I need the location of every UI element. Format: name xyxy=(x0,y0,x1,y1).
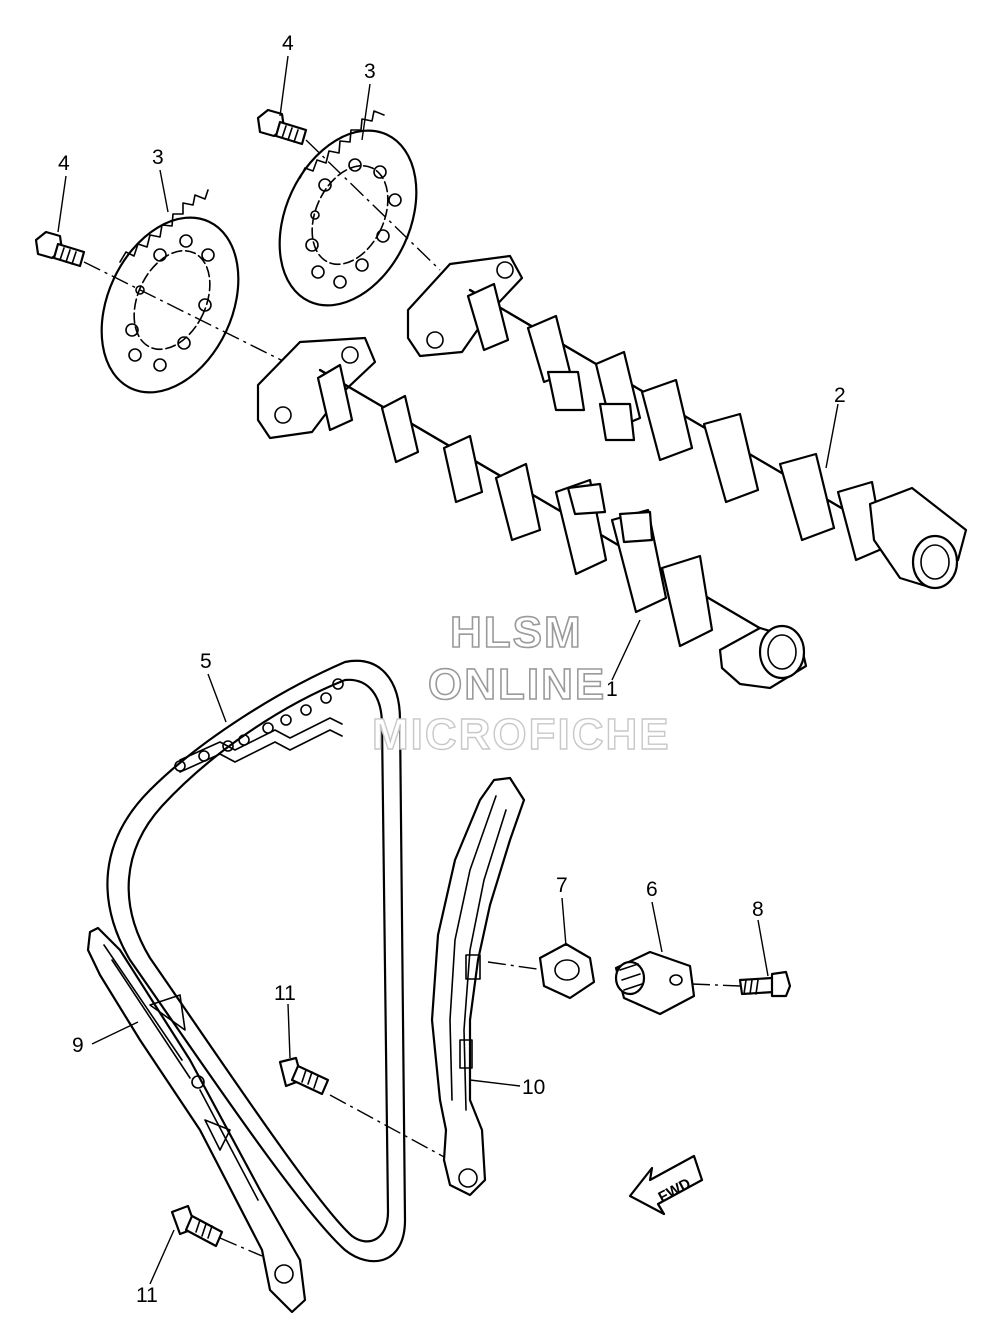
callout-11-lower: 11 xyxy=(136,1284,158,1307)
tensioner-bolt xyxy=(738,970,792,998)
guide-bolt-upper xyxy=(278,1056,330,1096)
callout-4-right: 4 xyxy=(282,32,294,55)
watermark-line-2: ONLINE xyxy=(427,659,607,710)
tensioner-guide-10 xyxy=(430,776,526,1197)
chain-guide-9 xyxy=(86,926,307,1314)
callout-9: 9 xyxy=(72,1034,84,1057)
sprocket-bolt-right xyxy=(256,108,308,146)
fwd-arrow-icon: FWD xyxy=(628,1154,704,1216)
camshaft-2 xyxy=(406,254,968,590)
leader-lines xyxy=(57,55,839,1285)
callout-3-left: 3 xyxy=(152,146,164,169)
camshaft-1 xyxy=(256,336,808,690)
callout-2: 2 xyxy=(834,384,846,407)
callout-4-left: 4 xyxy=(58,152,70,175)
sprocket-bolt-left xyxy=(34,230,86,268)
callout-11-upper: 11 xyxy=(274,982,296,1005)
watermark-line-3: MICROFICHE xyxy=(371,709,671,759)
callout-7: 7 xyxy=(556,874,568,897)
tensioner-gasket xyxy=(538,942,596,1000)
callout-1: 1 xyxy=(606,678,618,701)
guide-bolt-lower xyxy=(170,1204,224,1248)
right-cam-sprocket xyxy=(278,110,418,307)
cam-chain xyxy=(106,659,407,1263)
chain-links xyxy=(179,717,343,773)
callout-8: 8 xyxy=(752,898,764,921)
chain-tensioner xyxy=(614,950,696,1016)
callout-6: 6 xyxy=(646,878,658,901)
callout-3-right: 3 xyxy=(364,60,376,83)
left-cam-sprocket xyxy=(100,189,240,394)
callout-10: 10 xyxy=(522,1076,545,1099)
watermark-line-1: HLSM xyxy=(449,607,583,658)
callout-5: 5 xyxy=(200,650,212,673)
